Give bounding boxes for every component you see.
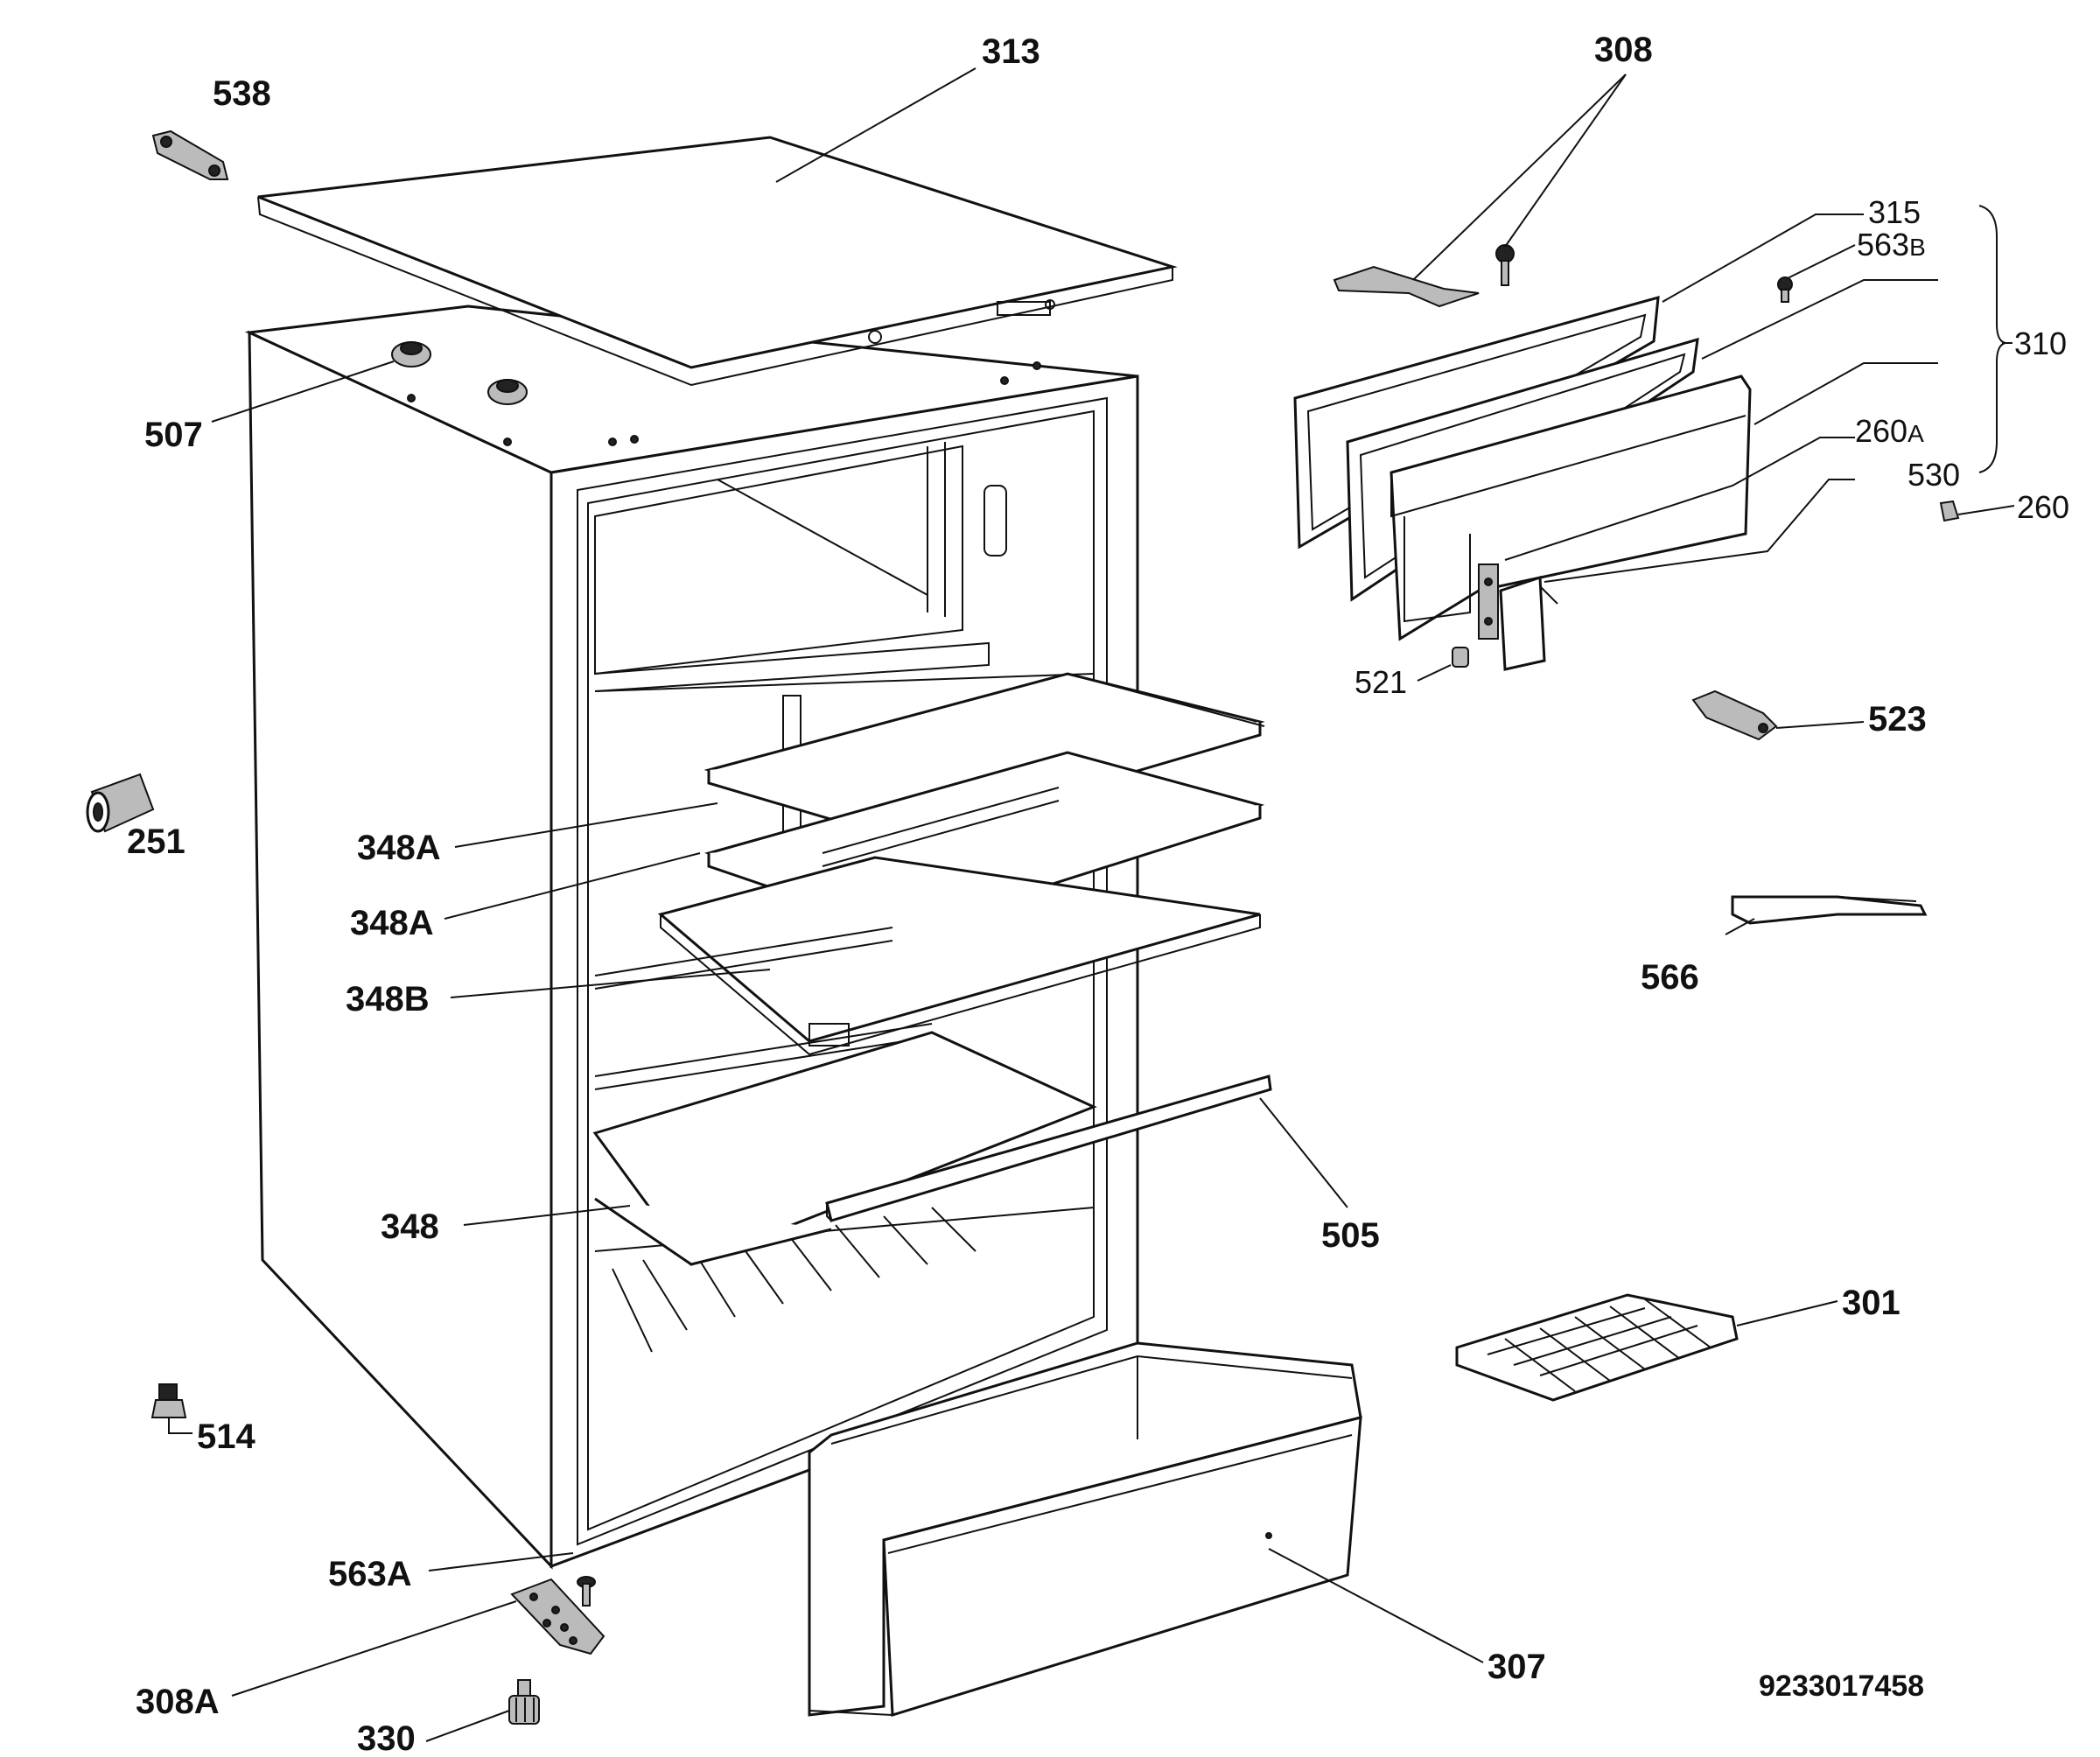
label-260: 260: [2017, 489, 2069, 525]
freezer-latch: [984, 485, 1007, 556]
label-315: 315: [1868, 194, 1921, 230]
top-cover: [257, 136, 1178, 387]
label-514: 514: [197, 1418, 256, 1456]
part-hinge-small: [1478, 564, 1499, 640]
label-308a: 308A: [136, 1683, 220, 1721]
label-507: 507: [144, 416, 203, 454]
label-251: 251: [127, 822, 186, 861]
label-523: 523: [1868, 700, 1927, 738]
bracket-brace-310: [1978, 205, 2006, 473]
label-521: 521: [1354, 664, 1407, 700]
cabinet-opening: [587, 410, 1095, 1531]
label-260a-number: 260: [1855, 413, 1908, 449]
label-563b: 563B: [1857, 227, 1926, 262]
label-566: 566: [1641, 958, 1699, 997]
label-260a: 260A: [1855, 413, 1924, 449]
part-563b-screw: [1777, 276, 1793, 303]
part-labels: 538 313 308 315 563B 310 260A 530 260 50…: [127, 31, 2069, 1757]
part-307-crisper: [808, 1341, 1362, 1718]
cabinet-front-frame-inner: [577, 396, 1108, 1546]
shelf-348b: [594, 856, 1261, 1056]
label-538: 538: [213, 74, 271, 113]
part-301-ice-tray: [1455, 1293, 1739, 1402]
label-308: 308: [1594, 31, 1653, 69]
part-507-caps: [391, 341, 528, 405]
top-hole: [1032, 361, 1041, 370]
top-cover-edge: [257, 196, 1173, 387]
part-251-roller: [86, 773, 155, 833]
shelf-348: [592, 1023, 1097, 1266]
part-538-hinge: [151, 130, 229, 180]
part-514-foot: [150, 1383, 187, 1418]
part-521-knob: [1452, 647, 1469, 668]
top-cover-hole: [868, 330, 882, 344]
part-308-hinge: [1333, 244, 1515, 308]
label-563b-suffix: B: [1909, 234, 1926, 261]
label-530: 530: [1908, 457, 1960, 493]
part-505-rail: [825, 1074, 1272, 1222]
part-566-scraper: [1731, 895, 1928, 925]
label-348b: 348B: [346, 980, 430, 1018]
cabinet-left-side: [248, 330, 553, 1570]
part-330-foot: [508, 1679, 540, 1725]
top-hole: [608, 438, 617, 446]
part-530-handle: [1499, 575, 1558, 671]
label-330: 330: [357, 1719, 416, 1757]
document-number: 9233017458: [1759, 1670, 1924, 1703]
label-348a-top: 348A: [357, 829, 441, 867]
top-hole: [630, 435, 639, 444]
top-hole: [503, 438, 512, 446]
label-563b-number: 563: [1857, 227, 1909, 262]
label-348: 348: [381, 1208, 439, 1246]
part-308a-bracket: [510, 1578, 606, 1656]
label-301: 301: [1842, 1284, 1900, 1322]
part-260-clip: [1939, 500, 1960, 522]
freezer-compartment: [594, 444, 963, 676]
label-505: 505: [1321, 1216, 1380, 1255]
divider-line: [594, 673, 1095, 692]
label-310: 310: [2014, 326, 2067, 361]
label-563a: 563A: [328, 1555, 412, 1593]
part-563a-screw: [577, 1576, 596, 1606]
top-hole: [407, 394, 416, 402]
label-313: 313: [982, 32, 1040, 71]
leader-lines: [168, 67, 2015, 1742]
freezer-bottom-lip: [594, 641, 990, 692]
label-260a-suffix: A: [1908, 420, 1924, 447]
label-348a-middle: 348A: [350, 904, 434, 942]
label-307: 307: [1488, 1648, 1546, 1686]
part-523-pin: [1691, 690, 1778, 741]
freezer-inner-line: [717, 479, 928, 596]
top-hole: [1000, 376, 1009, 385]
top-cover-hole: [1045, 299, 1055, 310]
